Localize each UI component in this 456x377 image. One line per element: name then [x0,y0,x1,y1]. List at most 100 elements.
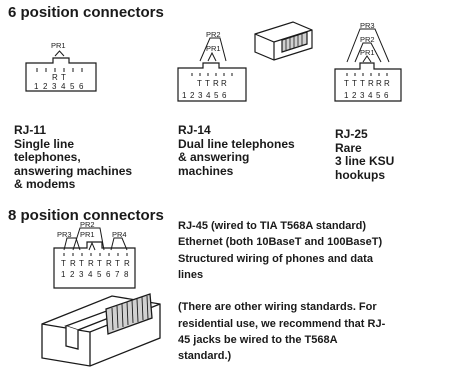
caption-line: 3 line KSU [335,154,395,168]
rj45-desc-line [178,283,385,299]
rj25-pair-label: PR3 [360,21,375,30]
rj45-jack-diagram: PR3 PR2 PR1 PR4 T R T R T R T R 1 2 3 4 … [53,220,136,289]
rj25-contact-label: T [344,79,349,88]
rj45-pin-number: 8 [124,270,129,279]
rj45-jack-outline [53,241,136,289]
rj45-pair3-line [63,237,81,251]
caption-line: hookups [335,167,385,182]
rj14-pin-number: 3 [198,91,203,100]
rj11-pin-number: 2 [43,82,48,91]
rj45-desc-line: Structured wiring of phones and data [178,252,373,265]
rj45-desc-line: (There are other wiring standards. For [178,301,377,314]
rj25-pin-number: 5 [376,91,381,100]
rj14-outer-pair-line [199,37,227,62]
rj45-pin-number: 4 [88,270,93,279]
caption-line: Rare [335,140,362,155]
rj45-pin-number: 3 [79,270,84,279]
rj25-middle-pair-line [354,42,382,63]
rj14-jack-diagram: PR2 PR1 T T R R 1 2 3 4 5 6 [177,30,247,102]
rj45-pin-number: 5 [97,270,102,279]
rj25-pair-label: PR2 [360,35,375,44]
rj11-pair-bracket [54,50,65,57]
rj45-pair4-line [110,237,128,251]
rj45-pin-number: 7 [115,270,120,279]
rj11-pin-number: 5 [70,82,75,91]
caption-line: & answering [178,150,250,164]
rj14-contact-label: R [213,79,219,88]
rj25-jack-outline [334,62,402,102]
rj14-jack-outline [177,62,247,102]
rj11-contact-label: R [52,73,58,82]
rj25-outer-pair-line [346,28,390,63]
caption-line: Single line [14,136,75,151]
rj14-inner-pair-bracket [207,51,217,62]
rj45-plug-illustration [41,293,161,367]
rj14-pair-label: PR2 [206,30,221,39]
rj25-pin-number: 6 [384,91,389,100]
rj45-desc-line: standard.) [178,350,232,363]
rj45-desc-line: 45 jacks be wired to the T568A [178,334,338,347]
rj25-caption: RJ-25 Rare 3 line KSU hookups [335,127,395,182]
caption-line: RJ-14 [178,123,211,137]
rj14-contact-label: T [205,79,210,88]
rj45-contact-label: R [88,259,94,268]
rj25-pin-number: 4 [368,91,373,100]
rj14-pin-number: 6 [222,91,227,100]
rj25-contact-label: R [384,79,390,88]
rj45-contact-label: R [124,259,130,268]
rj45-contact-label: T [115,259,120,268]
rj14-pin-number: 4 [206,91,211,100]
six-position-heading: 6 position connectors [8,4,164,21]
rj25-pin-number: 1 [344,91,349,100]
rj11-caption: RJ-11 Single line telephones, answering … [14,123,132,192]
rj11-pin-number: 1 [34,82,39,91]
rj14-contact-label: T [197,79,202,88]
rj11-pin-number: 3 [52,82,57,91]
caption-line: Dual line telephones [178,136,295,151]
rj45-pin-number: 1 [61,270,66,279]
caption-line: & modems [14,177,76,191]
eight-position-heading: 8 position connectors [8,207,164,224]
rj45-desc-line: RJ-45 (wired to TIA T568A standard) [178,220,367,232]
rj11-jack-outline [25,57,97,92]
rj45-desc-line: lines [178,268,204,281]
rj45-pair1-bracket [88,241,96,251]
rj14-pin-number: 5 [214,91,219,100]
rj45-pair2-line [72,227,105,251]
rj45-pair-label: PR4 [112,230,127,239]
rj11-pair-label: PR1 [51,41,66,50]
rj25-jack-diagram: PR3 PR2 PR1 T T T R R R 1 2 3 4 5 6 [334,21,402,102]
rj45-contact-label: R [106,259,112,268]
caption-line: machines [178,163,234,178]
rj45-contact-label: R [70,259,76,268]
rj45-description: RJ-45 (wired to TIA T568A standard) Ethe… [178,218,385,365]
rj11-jack-diagram: PR1 R T 1 2 3 4 5 6 [25,41,97,92]
rj45-contact-label: T [79,259,84,268]
rj45-pair-label: PR3 [57,230,72,239]
rj45-contact-label: T [97,259,102,268]
rj25-pin-number: 3 [360,91,365,100]
rj25-contact-label: T [360,79,365,88]
rj11-plug-illustration [254,21,313,61]
rj45-pair-label: PR2 [80,220,95,229]
caption-line: RJ-11 [14,123,47,137]
rj45-pin-number: 2 [70,270,75,279]
rj14-pair-label: PR1 [206,44,221,53]
caption-line: RJ-25 [335,127,368,141]
rj11-pin-number: 6 [79,82,84,91]
rj45-contact-label: T [61,259,66,268]
rj25-contact-label: R [376,79,382,88]
rj45-desc-line: Ethernet (both 10BaseT and 100BaseT) [178,236,383,249]
rj11-contact-label: T [61,73,66,82]
rj45-desc-line: residential use, we recommend that RJ- [178,317,386,330]
rj25-contact-label: R [368,79,374,88]
rj14-pin-number: 1 [182,91,187,100]
rj25-pin-number: 2 [352,91,357,100]
caption-line: telephones, [14,150,81,164]
rj14-pin-number: 2 [190,91,195,100]
rj14-contact-label: R [221,79,227,88]
rj25-contact-label: T [352,79,357,88]
rj25-pair-label: PR1 [360,48,375,57]
rj14-caption: RJ-14 Dual line telephones & answering m… [178,123,295,178]
